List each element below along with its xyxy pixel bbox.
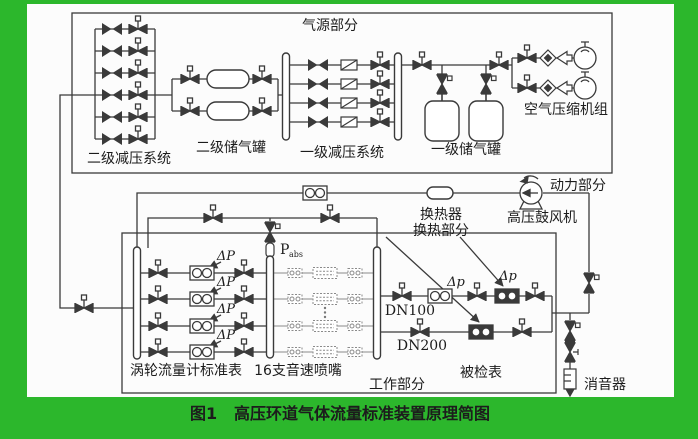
sonic-nozzles-label: 16支音速喷嘴 (254, 362, 342, 379)
delta-p-small-label: Δp (446, 275, 465, 290)
turbine-flowmeter-icon (189, 344, 215, 360)
nozzle-valve-icon (347, 294, 363, 304)
flow-element-icon (340, 97, 358, 109)
caption-title: 高压环道气体流量标准装置原理简图 (234, 404, 490, 423)
manifold-bar (132, 246, 142, 360)
test-meter-icon (468, 324, 494, 340)
nozzle-valve-icon (347, 268, 363, 278)
heat-section-label: 换热部分 (413, 222, 469, 239)
caption-number: 图1 (190, 404, 217, 423)
delta-p-label: ΔP (216, 328, 235, 343)
primary-tanks-label: 一级储气罐 (431, 142, 501, 158)
equipment-symbols (74, 15, 600, 397)
manifold-bar (393, 52, 403, 141)
working-section-label: 工作部分 (369, 377, 425, 393)
dn200-label: DN200 (397, 338, 447, 354)
test-meter-icon (494, 288, 520, 304)
turbine-flowmeter-icon (189, 265, 215, 281)
nozzle-valve-icon (287, 321, 303, 331)
heat-exchanger-icon (426, 186, 454, 200)
nozzle-valve-icon (287, 268, 303, 278)
delta-p-label: ΔP (216, 275, 235, 290)
sonic-nozzle-icon (312, 293, 338, 305)
primary-reduction-label: 一级减压系统 (300, 145, 384, 161)
p-abs-subscript: abs (289, 250, 303, 259)
sonic-nozzle-icon (312, 320, 338, 332)
gas-tank-icon (206, 69, 250, 89)
delta-p-label: ΔP (216, 249, 235, 264)
turbine-flowmeter-icon (189, 291, 215, 307)
flowmeter-icon (302, 185, 328, 201)
nozzle-valve-icon (347, 321, 363, 331)
test-meter-icon (427, 288, 453, 304)
muffler-label: 消音器 (584, 376, 626, 393)
secondary-reduction-label: 二级减压系统 (87, 151, 171, 167)
delta-p-label: ΔP (216, 302, 235, 317)
gas-tank-icon (206, 101, 250, 121)
meters-under-test-label: 被检表 (460, 365, 502, 381)
delta-p-small-label: Δp (498, 269, 517, 284)
manifold-bar (265, 255, 275, 359)
flow-element-icon (340, 78, 358, 90)
secondary-tanks-label: 二级储气罐 (196, 140, 266, 156)
sonic-nozzle-icon (312, 346, 338, 358)
turbine-flowmeter-icon (189, 318, 215, 334)
manifold-bar (281, 52, 291, 141)
nozzle-valve-icon (287, 294, 303, 304)
nozzle-valve-icon (347, 347, 363, 357)
pressure-sensor-icon (265, 242, 275, 258)
labels: 气源部分 二级减压系统 二级储气罐 一级减压系统 一级储气罐 空气压缩机组 动力… (87, 18, 626, 423)
power-section-label: 动力部分 (550, 178, 606, 194)
flow-element-icon (340, 116, 358, 128)
p-abs-label: P (280, 242, 289, 258)
blower-label: 高压鼓风机 (507, 209, 577, 226)
manifold-bar (372, 246, 382, 360)
gas-source-title: 气源部分 (302, 18, 358, 34)
ellipsis-dots (323, 306, 327, 319)
heat-exchanger-label: 换热器 (420, 206, 462, 223)
dn100-label: DN100 (385, 303, 435, 319)
sonic-nozzle-icon (312, 267, 338, 279)
compressors-label: 空气压缩机组 (524, 102, 608, 118)
gas-source-box (71, 12, 613, 174)
turbine-meters-label: 涡轮流量计标准表 (130, 363, 242, 379)
flow-element-icon (340, 59, 358, 71)
nozzle-valve-icon (287, 347, 303, 357)
